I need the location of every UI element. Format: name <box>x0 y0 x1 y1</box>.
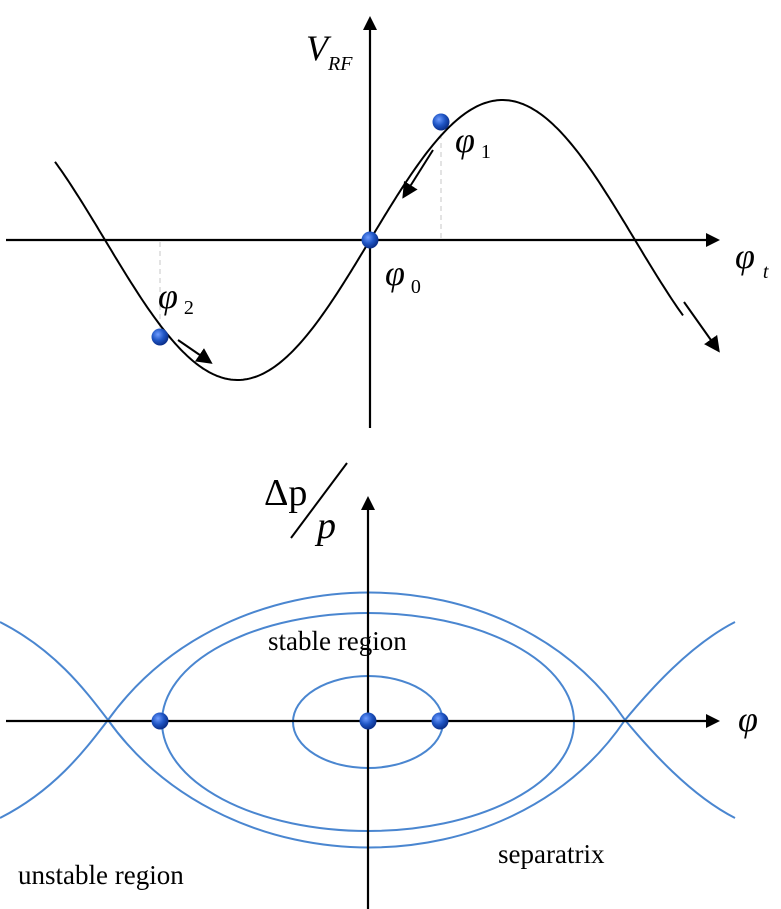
y-axis-fraction-slash <box>290 462 348 539</box>
phi1-subscript: 1 <box>481 141 491 163</box>
phi2-marker <box>151 328 169 346</box>
separatrix-label: separatrix <box>498 839 605 869</box>
phi2-symbol: φ <box>158 276 178 316</box>
phi1-motion-arrow <box>402 149 434 199</box>
center-marker <box>359 712 377 730</box>
y-axis-label-vrf: VRF <box>306 28 353 75</box>
left-orbit-marker <box>151 712 169 730</box>
right-motion-arrow <box>683 301 720 353</box>
vrf-symbol: V <box>306 28 332 68</box>
stable-region-label: stable region <box>268 626 407 656</box>
phi1-symbol: φ <box>455 120 475 160</box>
phi-t-symbol: φ <box>735 236 755 276</box>
phi1-marker <box>432 113 450 131</box>
vrf-subscript: RF <box>327 53 353 75</box>
phi2-motion-arrow <box>177 339 213 364</box>
phi0-symbol: φ <box>385 253 405 293</box>
phi-t-subscript: t <box>763 261 769 283</box>
right-orbit-marker <box>431 712 449 730</box>
top-y-axis-arrowhead <box>363 16 377 30</box>
delta-p-text: Δp <box>264 472 307 514</box>
bottom-x-axis-arrowhead <box>706 714 720 728</box>
phi2-subscript: 2 <box>184 297 194 319</box>
bottom-y-axis-arrowhead <box>361 496 375 510</box>
phi0-subscript: 0 <box>411 276 421 298</box>
y-axis-denominator: p <box>314 505 336 547</box>
y-axis-numerator: Δp <box>264 472 307 514</box>
bottom-panel: Δp p φ stable region unstable region sep… <box>0 462 758 909</box>
bottom-x-axis-label: φ <box>738 699 758 739</box>
separatrix-curve-2 <box>0 591 736 819</box>
phi0-marker <box>361 231 379 249</box>
separatrix-curve-1 <box>0 621 736 849</box>
top-x-axis-arrowhead <box>706 233 720 247</box>
unstable-region-label: unstable region <box>18 860 184 890</box>
